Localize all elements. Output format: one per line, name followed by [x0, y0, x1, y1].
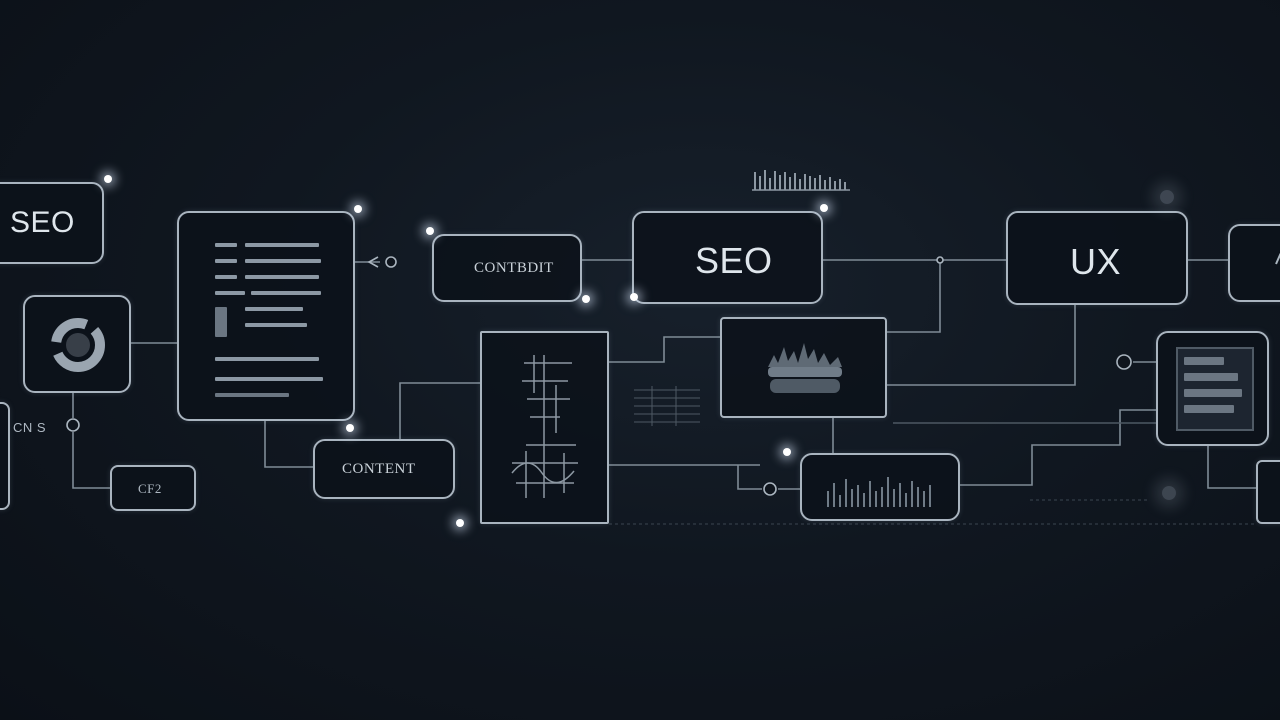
content-top-label: CONTBDIT — [474, 260, 554, 276]
bottom-right-edge-node — [1256, 460, 1280, 524]
glow-dot — [456, 519, 464, 527]
right-panel-node — [1156, 331, 1269, 446]
connector-node-4 — [1116, 354, 1132, 370]
glow-dot — [104, 175, 112, 183]
bar-chart-node — [800, 453, 960, 521]
glow-dot — [426, 227, 434, 235]
axis-chart-icon — [511, 355, 578, 498]
left-edge-node — [0, 402, 10, 510]
equalizer-decoration — [752, 170, 850, 191]
seo-node-center: SEO — [632, 211, 823, 304]
glow-dot — [1162, 486, 1176, 500]
left-edge-label: CN S — [13, 420, 47, 435]
ux-label: UX — [1070, 241, 1122, 282]
gauge-node — [23, 295, 131, 393]
donut-chart-icon — [51, 318, 105, 372]
seo-left-label: SEO — [10, 206, 75, 239]
panel-inner — [1176, 347, 1254, 431]
arrow-left-icon — [367, 256, 379, 268]
cf2-node: CF2 — [110, 465, 196, 511]
connector-gauge-cf2 — [72, 393, 110, 489]
connector-node-5 — [936, 256, 944, 264]
content-bottom-label: CONTENT — [342, 461, 416, 477]
connector-seo-wave — [887, 260, 941, 333]
connector-node-3 — [763, 482, 777, 496]
seo-node-left: SEO — [0, 182, 104, 264]
bar-chart-icon — [827, 477, 931, 507]
connector-junction-bars — [737, 465, 800, 490]
connector-right-panel-down — [1207, 446, 1256, 489]
content-node-bottom: CONTENT — [313, 439, 455, 499]
connector-doc-content2 — [264, 421, 313, 468]
glow-dot — [346, 424, 354, 432]
connector-content2-chart — [399, 382, 480, 440]
glow-dot — [783, 448, 791, 456]
connector-ux-down — [887, 305, 1076, 386]
seo-center-label: SEO — [695, 240, 773, 281]
glow-dot — [630, 293, 638, 301]
waveform-icon — [768, 343, 842, 393]
connector-node-1 — [385, 256, 397, 268]
glow-dot — [582, 295, 590, 303]
grid-decoration — [634, 386, 700, 426]
glow-dot — [1160, 190, 1174, 204]
connector-bars-right — [960, 409, 1156, 486]
document-node — [177, 211, 355, 421]
waveform-node — [720, 317, 887, 418]
axis-chart-node — [480, 331, 609, 524]
glow-dot — [354, 205, 362, 213]
right-edge-node — [1228, 224, 1280, 302]
cf2-label: CF2 — [138, 481, 162, 496]
content-node-top: CONTBDIT — [432, 234, 582, 302]
connector-chart-wave — [609, 336, 720, 363]
ux-node: UX — [1006, 211, 1188, 305]
glow-dot — [820, 204, 828, 212]
connector-node-2 — [66, 418, 80, 432]
partial-icon — [1275, 253, 1280, 265]
